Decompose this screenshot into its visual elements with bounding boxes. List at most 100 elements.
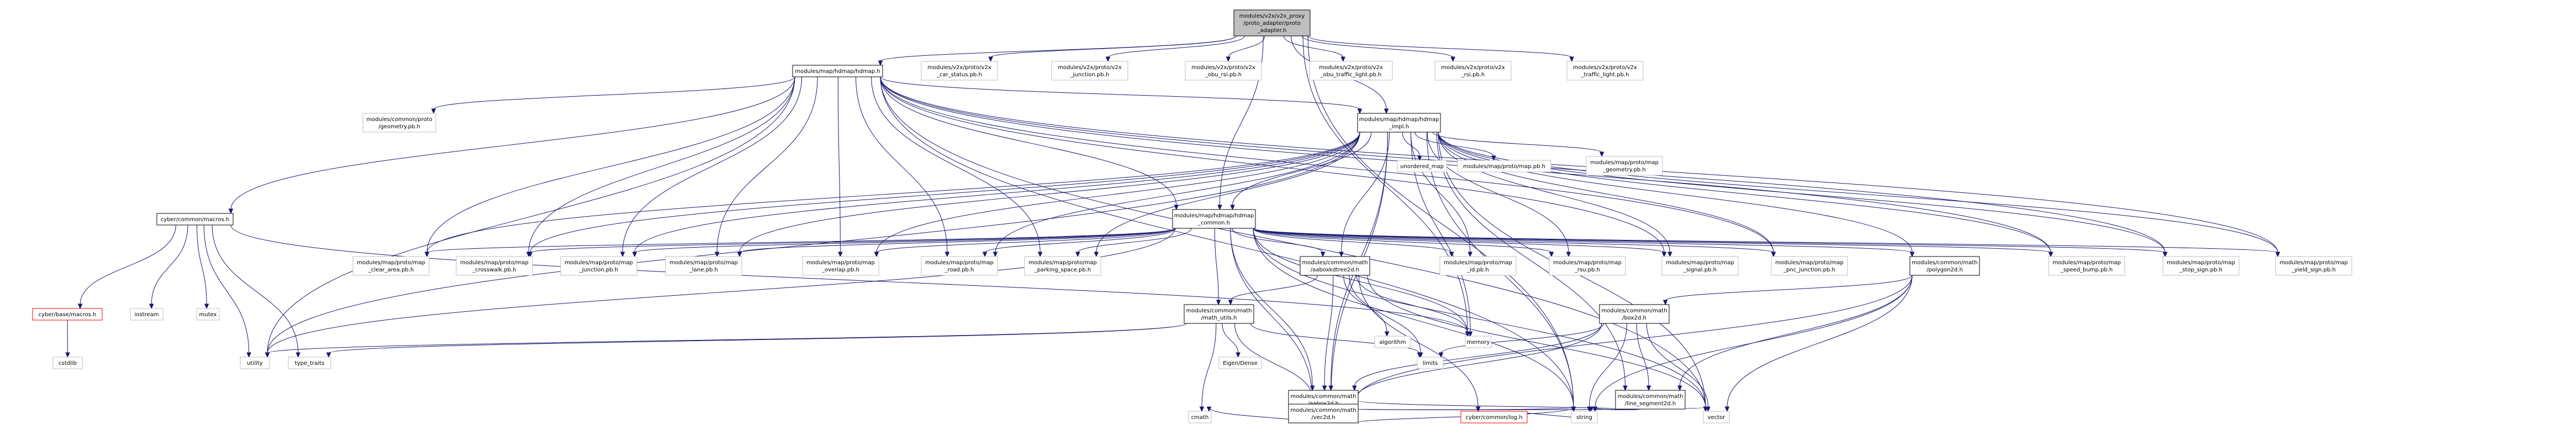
- node-box: [1024, 256, 1101, 276]
- edge-hdmap_common-to-string: [1253, 228, 1574, 408]
- node-label: _overlap.pb.h: [821, 267, 859, 273]
- node-box: [1586, 156, 1663, 176]
- node-box: [1439, 256, 1517, 276]
- node-label: modules/map/proto/map: [357, 260, 425, 266]
- node-pb-pnc: modules/map/proto/map_pnc_junction.pb.h: [1771, 256, 1848, 276]
- edge-hdmap_common-to-overlap: [876, 228, 1175, 253]
- edge-box2d-to-vector: [1646, 323, 1709, 408]
- edge-hdmap_common-to-aabox2d: [1230, 228, 1313, 387]
- edge-math_utils-to-utility: [267, 323, 1187, 354]
- node-label: _junction.pb.h: [1070, 72, 1110, 78]
- node-label: _pnc_junction.pb.h: [1783, 267, 1835, 273]
- node-box: [2048, 256, 2125, 276]
- node-label: modules/map/proto/map: [1028, 260, 1097, 266]
- node-label: _lane.pb.h: [689, 267, 718, 273]
- node-macros[interactable]: cyber/common/macros.h: [156, 213, 234, 226]
- node-label: utility: [247, 360, 263, 367]
- node-label: /polygon2d.h: [1926, 267, 1963, 273]
- edge-arrowhead: [1228, 300, 1233, 306]
- edge-root-to-memory: [1302, 35, 1468, 333]
- node-label: _obu_rsi.pb.h: [1205, 72, 1242, 78]
- node-car-status: modules/v2x/proto/v2x_car_status.pb.h: [921, 61, 998, 81]
- node-label: vector: [1708, 415, 1726, 421]
- node-hdmap-impl[interactable]: modules/map/hdmap/hdmap_impl.h: [1357, 113, 1441, 133]
- node-label: modules/map/proto/map: [564, 260, 633, 266]
- node-label: _common.h: [1197, 220, 1230, 226]
- edge-arrowhead: [1417, 352, 1422, 358]
- node-aaboxkdtree[interactable]: modules/common/math/aaboxkdtree2d.h: [1300, 256, 1370, 276]
- edges-layer: [65, 35, 2281, 423]
- node-cyber-base-macros[interactable]: cyber/base/macros.h: [32, 308, 103, 321]
- node-label: _geometry.pb.h: [1602, 167, 1645, 173]
- node-line-segment[interactable]: modules/common/math/line_segment2d.h: [1615, 390, 1686, 410]
- edge-arrowhead: [1771, 252, 1776, 258]
- node-box: [1571, 411, 1598, 423]
- node-box: [1549, 256, 1626, 276]
- node-label: modules/v2x/proto/v2x: [927, 65, 991, 71]
- edge-arrowhead: [1352, 385, 1357, 391]
- node-box2d[interactable]: modules/common/math/box2d.h: [1599, 304, 1670, 324]
- edge-aaboxkdtree-to-log: [1358, 275, 1479, 408]
- node-label: modules/map/proto/map: [1553, 260, 1622, 266]
- node-limits: limits: [1417, 357, 1444, 369]
- edge-hdmap_impl-to-map_geometry: [1432, 132, 1602, 153]
- edge-arrowhead: [228, 208, 234, 214]
- edge-hdmap_impl-to-crosswalk: [530, 132, 1360, 253]
- edge-hdmap-to-hdmap_common: [880, 76, 1177, 206]
- node-stop-sign: modules/map/proto/map_stop_sign.pb.h: [2162, 256, 2240, 276]
- node-polygon[interactable]: modules/common/math/polygon2d.h: [1909, 256, 1980, 276]
- node-vec2d[interactable]: modules/common/math/vec2d.h: [1288, 404, 1359, 423]
- node-box: [1417, 357, 1444, 369]
- edge-macros-to-memory: [230, 224, 1468, 333]
- node-box: [2275, 256, 2352, 276]
- node-label: _signal.pb.h: [1683, 267, 1717, 273]
- node-junction-v2x: modules/v2x/proto/v2x_junction.pb.h: [1051, 61, 1128, 81]
- node-box: [802, 256, 879, 276]
- edge-root-to-traffic_light: [1307, 35, 1572, 58]
- edge-hdmap_common-to-pb_id: [1253, 228, 1452, 253]
- edge-hdmap_impl-to-yield_sign: [1438, 132, 2278, 253]
- node-box: [1661, 256, 1739, 276]
- edge-arrowhead: [1491, 155, 1496, 161]
- edge-arrowhead: [1438, 352, 1444, 358]
- node-hdmap-common[interactable]: modules/map/hdmap/hdmap_common.h: [1172, 209, 1256, 229]
- edge-hdmap_common-to-memory: [1253, 228, 1468, 333]
- edge-arrowhead: [874, 252, 879, 258]
- node-box: [1909, 256, 1980, 276]
- node-label: modules/common/math: [1617, 394, 1683, 400]
- node-yield-sign: modules/map/proto/map_yield_sign.pb.h: [2275, 256, 2352, 276]
- node-box: [1288, 404, 1359, 423]
- node-log[interactable]: cyber/common/log.h: [1460, 411, 1528, 423]
- edge-macros-to-utility: [203, 224, 250, 354]
- edge-arrowhead: [2275, 252, 2281, 258]
- edge-arrowhead: [1646, 385, 1651, 391]
- edge-hdmap-to-crosswalk: [528, 76, 795, 253]
- edge-arrowhead: [1230, 205, 1235, 211]
- node-label: modules/map/hdmap/hdmap: [1174, 213, 1254, 219]
- edge-aaboxkdtree-to-vector: [1367, 275, 1706, 408]
- edge-arrowhead: [1724, 406, 1730, 412]
- edge-hdmap_impl-to-road: [995, 132, 1360, 253]
- edge-hdmap-to-lane: [716, 76, 818, 253]
- edge-arrowhead: [1662, 300, 1668, 306]
- edge-root-to-car_status: [990, 35, 1237, 58]
- edge-math_utils-to-vec2d: [1234, 323, 1313, 401]
- edge-macros-to-type_traits: [212, 224, 299, 354]
- node-pb-id: modules/map/proto/map_id.pb.h: [1439, 256, 1517, 276]
- edge-hdmap-to-parking_space: [871, 76, 1041, 253]
- node-box: [1434, 61, 1512, 81]
- node-rsi: modules/v2x/proto/v2x_rsi.pb.h: [1434, 61, 1512, 81]
- node-hdmap[interactable]: modules/map/hdmap/hdmap.h: [792, 65, 883, 77]
- edge-hdmap_impl-to-clear_area: [426, 132, 1360, 253]
- edge-hdmap-to-pb_signal: [880, 76, 1665, 253]
- edge-arrowhead: [77, 303, 83, 310]
- node-label: limits: [1423, 360, 1438, 367]
- edge-arrowhead: [2162, 252, 2168, 258]
- edge-arrowhead: [65, 352, 70, 358]
- node-box: [792, 65, 883, 77]
- node-label: _rsu.pb.h: [1574, 267, 1600, 273]
- node-cstdlib: cstdlib: [52, 357, 83, 369]
- edge-hdmap_impl-to-pb_rsu: [1427, 132, 1569, 253]
- node-math-utils[interactable]: modules/common/math/math_utils.h: [1184, 304, 1254, 324]
- node-box: [352, 256, 430, 276]
